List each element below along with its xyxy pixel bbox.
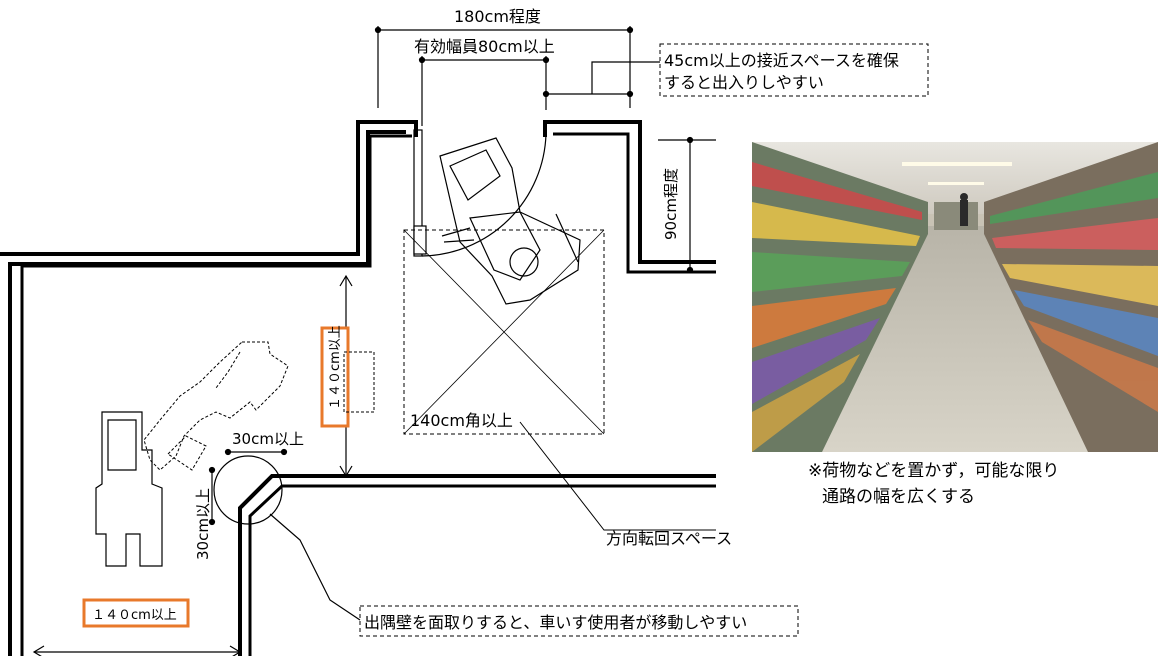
approach-note-line2: すると出入りしやすい <box>664 73 824 92</box>
wheelchair-top <box>439 137 581 305</box>
walls <box>0 120 716 656</box>
wheelchair-left <box>95 411 163 567</box>
photo-caption: ※荷物などを置かず，可能な限り 通路の幅を広くする <box>808 458 1059 510</box>
label-30cm-horizontal: 30cm以上 <box>232 430 304 448</box>
door <box>413 129 547 257</box>
dimension-door-width <box>418 56 660 126</box>
caption-line1: ※荷物などを置かず，可能な限り <box>808 461 1060 481</box>
dimension-90 <box>658 136 716 274</box>
supermarket-aisle-photo <box>752 142 1158 452</box>
label-180cm: 180cm程度 <box>454 7 541 26</box>
label-turn-space: 方向転回スペース <box>606 529 732 548</box>
label-30cm-vertical: 30cm以上 <box>194 488 212 560</box>
approach-note-line1: 45cm以上の接近スペースを確保 <box>664 51 899 70</box>
label-90cm: 90cm程度 <box>662 168 680 240</box>
label-door-width: 有効幅員80cm以上 <box>414 37 555 56</box>
approach-note-box <box>659 43 929 97</box>
label-140-square: 140cm角以上 <box>410 411 513 430</box>
wheelchair-dashed <box>143 341 375 471</box>
label-140-vertical: １４０cm以上 <box>328 325 343 410</box>
chamfer-note: 出隅壁を面取りすると、車いす使用者が移動しやすい <box>364 613 747 632</box>
turning-space <box>403 229 716 531</box>
label-140-horizontal: １４０cm以上 <box>92 608 177 623</box>
highlight-140-horizontal <box>82 598 190 628</box>
chamfer-marker <box>208 448 361 621</box>
caption-line2: 通路の幅を広くする <box>822 487 975 507</box>
dimension-140-horizontal <box>32 645 242 659</box>
chamfer-note-box <box>359 605 799 637</box>
